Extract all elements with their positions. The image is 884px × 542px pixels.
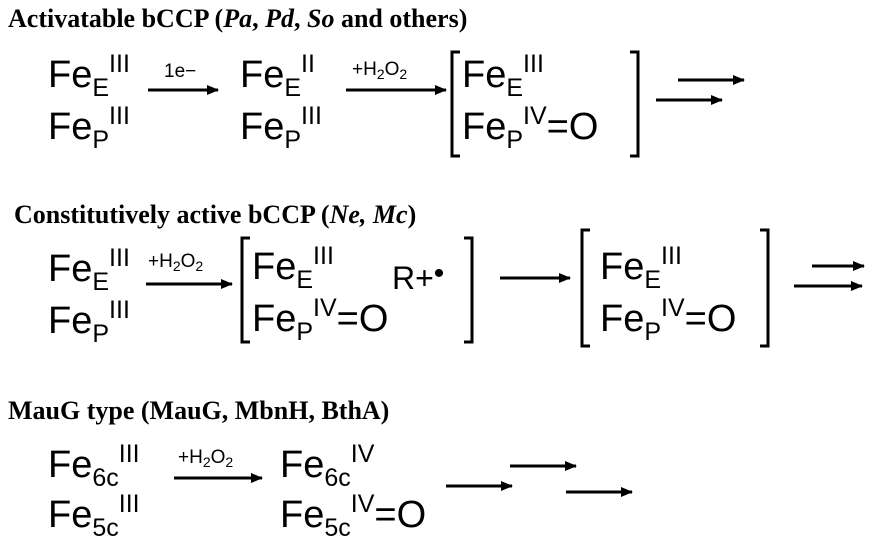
s3-state1-fe-6c: Fe6cIV	[280, 440, 375, 492]
s3-state0-fe-5c: Fe5cIII	[48, 490, 140, 542]
s2-state1-fe-p: FePIV=O	[252, 294, 389, 346]
s1-state2-fe-e: FeEIII	[462, 50, 544, 102]
s2-state0-fe-e: FeEIII	[48, 244, 130, 296]
section1-title-sep1: ,	[252, 4, 266, 33]
section1-title-sep2: ,	[293, 4, 307, 33]
s1-arrow2-label: +H2O2	[352, 59, 408, 82]
section2-title-prefix: Constitutively active bCCP (	[14, 200, 330, 229]
section2-title-suffix: )	[407, 200, 417, 229]
s2-bracket1-left	[240, 236, 250, 344]
s1-state2-fe-p: FePIV=O	[462, 102, 599, 154]
s3-state0-fe-6c: Fe6cIII	[48, 440, 140, 492]
section1-title-suffix: and others)	[334, 4, 468, 33]
radical-label: R+•	[392, 257, 445, 296]
s2-state0-fe-p: FePIII	[48, 296, 130, 348]
s1-arrow1-label: 1e−	[164, 61, 197, 82]
s3-state1-fe-5c: Fe5cIV=O	[280, 490, 427, 542]
s2-state2-fe-e: FeEIII	[600, 242, 682, 294]
s2-bracket1-right	[464, 236, 474, 344]
s1-state1-fe-e: FeEII	[240, 50, 315, 102]
section1-title-prefix: Activatable bCCP (	[8, 4, 224, 33]
s3-arrow1-label: +H2O2	[178, 447, 234, 470]
s2-state2-fe-p: FePIV=O	[600, 294, 737, 346]
section1-title: Activatable bCCP (Pa, Pd, So and others)	[8, 6, 467, 32]
s1-state1-fe-p: FePIII	[240, 102, 322, 154]
s1-bracket-left	[450, 50, 460, 158]
section1-title-org1: Pa	[223, 4, 253, 33]
s2-arrow1-label: +H2O2	[148, 251, 204, 274]
s1-state0-fe-p: FePIII	[48, 102, 130, 154]
s2-bracket2-right	[760, 228, 770, 348]
s1-bracket-right	[630, 50, 640, 158]
s2-bracket2-left	[580, 228, 590, 348]
section2-title: Constitutively active bCCP (Ne, Mc)	[14, 202, 416, 228]
section1-title-org3: So	[306, 4, 335, 33]
section3-title: MauG type (MauG, MbnH, BthA)	[8, 396, 390, 425]
s1-state0-fe-e: FeEIII	[48, 50, 130, 102]
section2-title-orgs: Ne, Mc	[329, 200, 408, 229]
s2-state1-fe-e: FeEIII	[252, 242, 334, 294]
section1-title-org2: Pd	[265, 4, 294, 33]
